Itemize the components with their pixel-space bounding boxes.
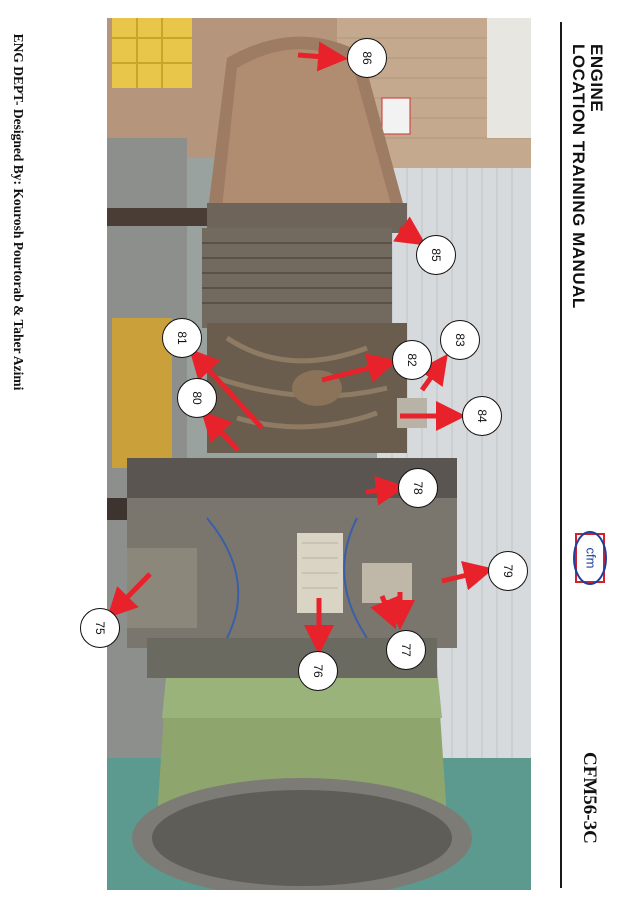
title-line-2: LOCATION TRAINING MANUAL [569,44,588,309]
logo-text: cfm [584,548,599,569]
arrow-86 [297,41,348,72]
callout-84: 84 [462,396,502,436]
engine-model: CFM56-3C [574,752,604,872]
arrow-80 [201,410,240,452]
arrow-85 [393,216,427,246]
arrow-83 [418,353,448,392]
cfm-logo: cfm [570,528,610,588]
page-title: ENGINE LOCATION TRAINING MANUAL [568,44,612,309]
arrow-77a [370,595,399,630]
callout-75: 75 [80,608,120,648]
engine-photo [107,18,531,890]
arrow-79 [441,561,494,591]
arrow-82 [321,353,398,383]
title-line-1: ENGINE [587,44,606,113]
arrow-78 [365,475,406,506]
arrow-75 [107,572,152,619]
header-divider [560,22,562,888]
callout-76: 76 [298,651,338,691]
callout-86: 86 [347,38,387,78]
callout-85: 85 [416,235,456,275]
callout-77: 77 [386,630,426,670]
callout-83: 83 [440,320,480,360]
callout-80: 80 [177,378,217,418]
callout-81: 81 [162,318,202,358]
callout-79: 79 [488,551,528,591]
engine-model-text: CFM56-3C [579,752,600,844]
callout-78: 78 [398,468,438,508]
arrow-81 [189,348,264,430]
callout-82: 82 [392,340,432,380]
